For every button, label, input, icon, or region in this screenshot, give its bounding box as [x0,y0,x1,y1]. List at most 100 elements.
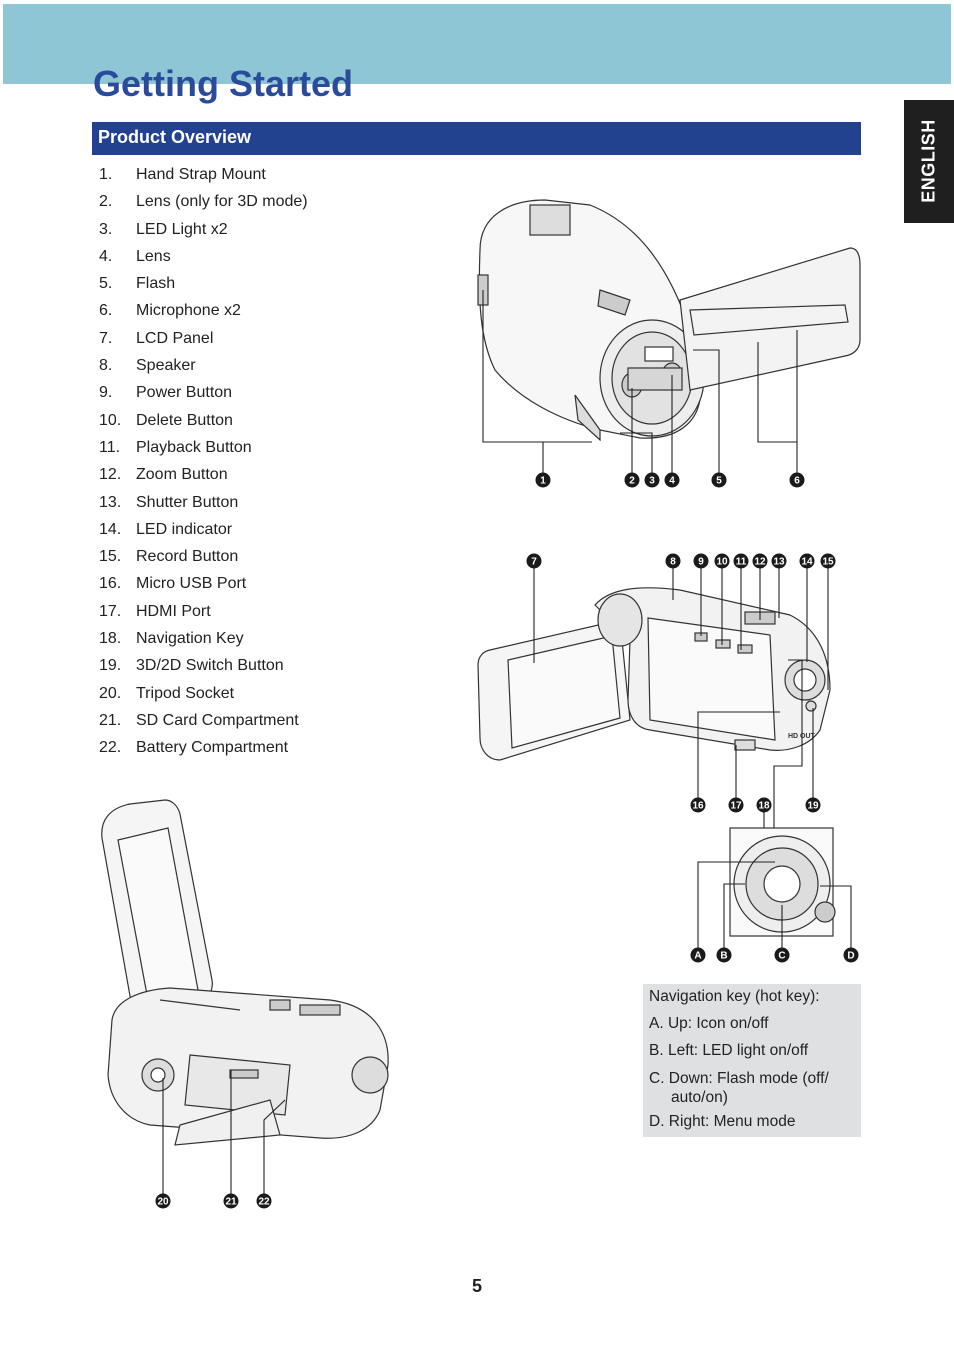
item-number: 20. [99,684,122,702]
nav-box-heading: Navigation key (hot key): [649,988,820,1005]
item-label: LCD Panel [136,329,214,347]
svg-text:14: 14 [801,557,813,568]
item-label: Zoom Button [136,466,228,484]
item-number: 22. [99,739,122,757]
list-item: 2.Lens (only for 3D mode) [99,191,308,218]
callout-marker: 22 [256,1193,272,1209]
list-item: 20.Tripod Socket [99,683,308,710]
list-item: 9.Power Button [99,382,308,409]
svg-text:6: 6 [794,476,800,487]
item-label: Power Button [136,384,233,402]
list-item: 14. LED indicator [99,519,308,546]
list-item: 6. Microphone x2 [99,300,308,327]
item-label: Record Button [136,548,239,566]
item-number: 11. [99,438,121,456]
item-label: 3D/2D Switch Button [136,657,284,675]
item-label: Hand Strap Mount [136,166,266,183]
item-number: 3. [99,220,113,238]
item-number: 14. [99,520,122,538]
list-item: 8. Speaker [99,355,308,382]
item-label: Playback Button [136,438,252,456]
list-item: 19. 3D/2D Switch Button [99,655,308,682]
svg-text:A: A [694,951,701,962]
list-item: 11. Playback Button [99,437,308,464]
callout-marker: 10 [714,553,730,569]
nav-item: A. Up: Icon on/off [649,1015,769,1032]
svg-text:1: 1 [540,476,546,487]
list-item: 4.Lens [99,246,308,273]
list-item: 15.Record Button [99,546,308,573]
item-label: Micro USB Port [136,575,247,593]
list-item: 10.Delete Button [99,410,308,437]
item-label: Microphone x2 [136,302,241,320]
section-header: Product Overview [92,122,861,155]
list-item: 16. Micro USB Port [99,573,308,600]
navigation-key-detail [729,827,836,937]
list-item: 3. LED Light x2 [99,219,308,246]
list-item: 17.HDMI Port [99,601,308,628]
list-item: 1. Hand Strap Mount [99,164,308,191]
item-label: Navigation Key [136,630,244,648]
svg-text:18: 18 [758,801,770,812]
svg-text:C: C [778,951,785,962]
list-item: 7. LCD Panel [99,328,308,355]
item-number: 16. [99,575,122,593]
list-item: 5. Flash [99,273,308,300]
item-number: 18. [99,630,122,648]
nav-item: B. Left: LED light on/off [649,1042,809,1059]
callout-marker: 17 [728,797,744,813]
svg-text:10: 10 [716,557,728,568]
list-item: 21.SD Card Compartment [99,710,308,737]
callout-marker: 9 [693,553,709,569]
callout-marker: D [843,947,859,963]
callout-marker: 18 [756,797,772,813]
nav-item: D. Right: Menu mode [649,1113,796,1130]
language-tab: ENGLISH [904,100,954,223]
item-number: 4. [99,247,113,265]
page-title: Getting Started [93,63,354,104]
callout-marker: C [774,947,790,963]
item-label: LED indicator [136,520,233,538]
callout-marker: 3 [644,472,660,488]
svg-text:2: 2 [629,476,635,487]
callout-marker: 5 [711,472,727,488]
page-number: 5 [471,1276,483,1296]
svg-text:B: B [720,951,727,962]
item-number: 5. [99,275,113,293]
svg-text:20: 20 [157,1197,169,1208]
callout-marker: 14 [799,553,815,569]
svg-text:5: 5 [716,476,722,487]
svg-text:11: 11 [736,557,747,568]
camera-rear-illustration [477,587,831,761]
svg-text:7: 7 [531,557,537,568]
callout-marker: 20 [155,1193,171,1209]
item-number: 19. [99,657,122,675]
svg-text:19: 19 [807,801,819,812]
header-band [3,4,951,84]
callout-marker: 6 [789,472,805,488]
item-label: Shutter Button [136,493,239,511]
item-label: Flash [136,275,176,293]
item-number: 8. [99,357,113,375]
list-item: 18. Navigation Key [99,628,308,655]
svg-text:12: 12 [754,557,766,568]
svg-text:9: 9 [698,557,704,568]
svg-text:D: D [847,951,854,962]
item-label: Battery Compartment [136,739,289,757]
item-number: 21. [99,711,122,729]
item-label: LED Light x2 [136,220,228,238]
item-number: 6. [99,302,113,320]
item-label: Lens (only for 3D mode) [136,193,308,211]
item-label: Speaker [136,357,196,375]
callout-marker: 8 [665,553,681,569]
list-item: 22. Battery Compartment [99,737,308,764]
callout-marker: 1 [535,472,551,488]
svg-text:17: 17 [730,801,742,812]
callout-marker: 7 [526,553,542,569]
item-number: 1. [99,166,113,183]
svg-text:22: 22 [258,1197,270,1208]
item-number: 7. [99,329,113,347]
callout-marker: 21 [223,1193,239,1209]
svg-text:3: 3 [649,476,655,487]
